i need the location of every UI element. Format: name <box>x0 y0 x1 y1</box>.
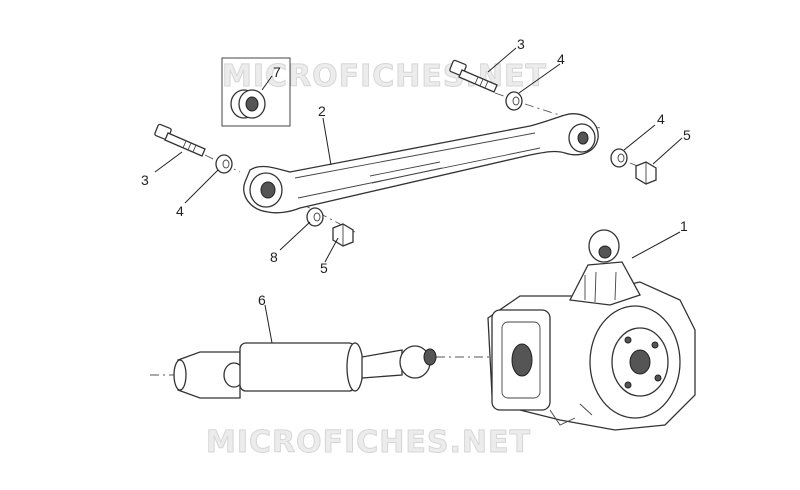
leader-3-left <box>154 151 183 173</box>
leader-5-right <box>652 137 683 165</box>
leader-6 <box>264 304 273 344</box>
bearing-frame <box>221 57 291 127</box>
shaft-neck <box>361 349 403 379</box>
drive-mount-ribs <box>584 271 617 303</box>
nut-part-5-right <box>635 161 657 185</box>
callout-5-lower: 5 <box>320 260 328 276</box>
watermark-top: MICROFICHES.NET <box>222 59 547 94</box>
leader-5-lower <box>324 237 339 263</box>
drive-shaft-part-6 <box>173 342 437 399</box>
callout-3-left: 3 <box>141 172 149 188</box>
callout-4-upper: 4 <box>557 51 565 67</box>
link-arm-slot <box>369 161 443 184</box>
washer-part-4-left <box>215 154 233 174</box>
drive-hub-bolt <box>651 341 659 349</box>
drive-lower-brackets <box>549 403 593 426</box>
washer-part-8 <box>306 207 324 227</box>
leader-2 <box>322 117 332 166</box>
callout-3-upper: 3 <box>517 36 525 52</box>
callout-6: 6 <box>258 292 266 308</box>
bolt-shank <box>164 132 206 157</box>
leader-4-left <box>184 169 219 204</box>
bolt-thread <box>474 76 489 89</box>
shaft-tube-end <box>346 342 364 392</box>
link-arm-rib-top <box>294 132 536 179</box>
callout-2: 2 <box>318 103 326 119</box>
drive-hub-bolt <box>654 374 662 382</box>
drive-mount-eye-bore <box>598 245 612 259</box>
washer-hole <box>617 153 625 163</box>
shaft-yoke-face <box>173 359 187 391</box>
bearing-part-7 <box>221 57 291 127</box>
leader-7 <box>261 75 273 91</box>
washer-outer <box>215 154 233 174</box>
watermark-bottom: MICROFICHES.NET <box>206 425 531 460</box>
washer-hole <box>313 212 321 222</box>
link-arm-right-bore <box>577 131 589 145</box>
callout-4-right: 4 <box>657 111 665 127</box>
drive-mount-tower <box>568 261 641 306</box>
drive-flange-recess <box>501 321 541 399</box>
washer-hole <box>222 159 230 169</box>
shaft-right-bore <box>423 348 437 366</box>
callout-8: 8 <box>270 249 278 265</box>
leader-4-upper <box>518 63 561 94</box>
callout-5-right: 5 <box>683 127 691 143</box>
drive-hub-center <box>629 349 651 375</box>
callout-4-left: 4 <box>176 203 184 219</box>
link-arm-left-bore <box>260 181 276 199</box>
washer-hole <box>512 96 520 106</box>
drive-input-spline <box>511 343 533 377</box>
washer-part-4-upper <box>505 91 523 111</box>
nut-part-5-lower <box>332 223 354 247</box>
leader-3-upper <box>487 47 517 73</box>
drive-hub-bolt <box>624 336 632 344</box>
leader-1 <box>631 231 681 259</box>
washer-outer <box>306 207 324 227</box>
leader-8 <box>279 221 311 251</box>
callout-7: 7 <box>273 64 281 80</box>
callout-1: 1 <box>680 218 688 234</box>
link-arm-part-2 <box>243 113 599 214</box>
washer-outer <box>610 148 628 168</box>
washer-outer <box>505 91 523 111</box>
bolt-part-3-left <box>154 123 206 157</box>
final-drive-part-1 <box>487 229 696 431</box>
leader-4-right <box>623 124 656 151</box>
bolt-thread <box>182 140 197 153</box>
drive-hub-bolt <box>624 381 632 389</box>
link-arm-body <box>243 113 599 214</box>
washer-part-4-right <box>610 148 628 168</box>
bearing-bore <box>245 96 259 112</box>
bolt-shank <box>458 69 498 93</box>
bolt-part-3-upper <box>449 59 498 93</box>
shaft-tube <box>239 342 356 392</box>
